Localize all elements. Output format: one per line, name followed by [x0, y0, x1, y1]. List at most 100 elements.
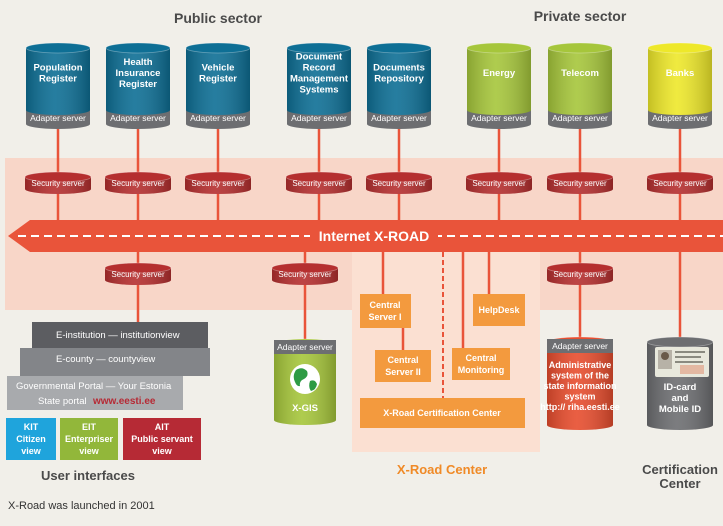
footer-note: X-Road was launched in 2001: [8, 500, 155, 512]
xgis-label: X-GIS: [292, 403, 318, 414]
eit-enterpriser-view[interactable]: EIT Enterpriser view: [60, 418, 118, 460]
backbone-label: Internet X-ROAD: [319, 228, 429, 244]
adapter-server-label: Adapter server: [552, 113, 608, 123]
security-server-xgis-top: [271, 262, 339, 274]
database-label: Systems: [299, 85, 338, 96]
database-6: [547, 42, 613, 123]
database-7-shade: [648, 48, 712, 123]
database-0-shade: [26, 48, 90, 123]
database-1: [105, 42, 171, 123]
adapter-server-0: Adapter server: [26, 110, 90, 129]
idcard-label: and: [672, 393, 689, 404]
e-county-panel: E-county — countyview: [20, 348, 210, 376]
security-server-1-top: [104, 171, 172, 183]
adapter-band: [26, 110, 90, 129]
riha-label: http:// riha.eesti.ee: [540, 402, 620, 412]
security-server-1: Security server: [104, 171, 172, 194]
security-server-label: Security server: [553, 270, 607, 279]
database-6-top: [547, 42, 613, 54]
adapter-server-label: Adapter server: [110, 113, 166, 123]
svg-text:view: view: [152, 446, 173, 456]
database-cylinders: Adapter serverPopulationRegisterSecurity…: [24, 42, 714, 430]
adapter-band: [287, 110, 351, 129]
svg-text:E-county — countyview: E-county — countyview: [56, 354, 155, 365]
adapter-band: [548, 110, 612, 129]
database-2-top: [185, 42, 251, 54]
adapter-server-label: Adapter server: [552, 341, 608, 351]
security-server-xgis: Security server: [271, 262, 339, 285]
idcard-label: Mobile ID: [659, 404, 701, 415]
svg-text:E-institution — institutionvie: E-institution — institutionview: [56, 330, 180, 341]
database-label: Document: [296, 52, 343, 63]
adapter-server-label: Adapter server: [277, 342, 333, 352]
svg-text:Governmental Portal — Your Est: Governmental Portal — Your Estonia: [16, 381, 172, 392]
security-server-4: Security server: [365, 171, 433, 194]
database-label: Health: [123, 57, 152, 68]
security-server-label: Security server: [372, 179, 426, 188]
adapter-band: [367, 110, 431, 129]
database-label: Banks: [666, 68, 695, 79]
database-2-shade: [186, 48, 250, 123]
central-monitoring-box: Central Monitoring: [452, 348, 510, 380]
svg-text:Server II: Server II: [385, 367, 421, 377]
database-label: Repository: [374, 74, 424, 85]
idcard-label: ID-card: [664, 382, 697, 393]
svg-text:Public servant: Public servant: [131, 434, 193, 444]
security-server-5: Security server: [465, 171, 533, 194]
kit-citizen-view[interactable]: KIT Citizen view: [6, 418, 56, 460]
adapter-server-label: Adapter server: [190, 113, 246, 123]
adapter-band: [274, 340, 336, 354]
globe-icon: [290, 364, 320, 394]
ait-public-servant-view[interactable]: AIT Public servant view: [123, 418, 201, 460]
security-server-3-top: [285, 171, 353, 183]
backbone-label-bg: [310, 227, 438, 245]
database-6-shade: [548, 48, 612, 123]
governmental-portal-panel: Governmental Portal — Your Estonia State…: [7, 376, 183, 410]
riha-database-shade: [547, 342, 613, 430]
database-3-shade: [287, 48, 351, 123]
database-label: Management: [290, 74, 349, 85]
e-institution-panel: E-institution — institutionview: [32, 322, 208, 348]
certification-center-heading-1: Certification: [642, 462, 718, 477]
adapter-band: [186, 110, 250, 129]
user-interfaces-heading: User interfaces: [41, 468, 135, 483]
id-card-icon: [655, 347, 709, 377]
security-server-3: Security server: [285, 171, 353, 194]
security-server-riha-top: [546, 262, 614, 274]
adapter-server-label: Adapter server: [471, 113, 527, 123]
security-server-ui: Security server: [104, 262, 172, 285]
security-server-label: Security server: [292, 179, 346, 188]
database-label: Telecom: [561, 68, 599, 79]
database-label: Register: [199, 74, 237, 85]
security-server-0: Security server: [24, 171, 92, 194]
adapter-server-7: Adapter server: [648, 110, 712, 129]
svg-text:EIT: EIT: [82, 422, 97, 432]
svg-text:State portal: State portal: [38, 396, 87, 407]
svg-text:Citizen: Citizen: [16, 434, 46, 444]
svg-text:KIT: KIT: [24, 422, 39, 432]
database-label: Register: [119, 79, 157, 90]
svg-text:Enterpriser: Enterpriser: [65, 434, 114, 444]
helpdesk-box: HelpDesk: [473, 294, 525, 326]
security-server-ui-top: [104, 262, 172, 274]
security-server-2: Security server: [184, 171, 252, 194]
central-server-1-box: Central Server I: [360, 294, 411, 328]
adapter-server-1: Adapter server: [106, 110, 170, 129]
database-7: [647, 42, 713, 123]
svg-text:Central: Central: [387, 355, 418, 365]
svg-text:AIT: AIT: [155, 422, 170, 432]
database-1-shade: [106, 48, 170, 123]
adapter-server-label: Adapter server: [30, 113, 86, 123]
database-1-top: [105, 42, 171, 54]
database-label: Insurance: [116, 68, 161, 79]
state-portal-url[interactable]: www.eesti.ee: [92, 396, 156, 407]
security-server-2-top: [184, 171, 252, 183]
security-server-7-top: [646, 171, 714, 183]
database-label: Energy: [483, 68, 516, 79]
database-4-shade: [367, 48, 431, 123]
database-0: [25, 42, 91, 123]
certification-center-box: X-Road Certification Center: [360, 398, 525, 428]
riha-label: system of the: [551, 371, 609, 381]
adapter-server-6: Adapter server: [548, 110, 612, 129]
